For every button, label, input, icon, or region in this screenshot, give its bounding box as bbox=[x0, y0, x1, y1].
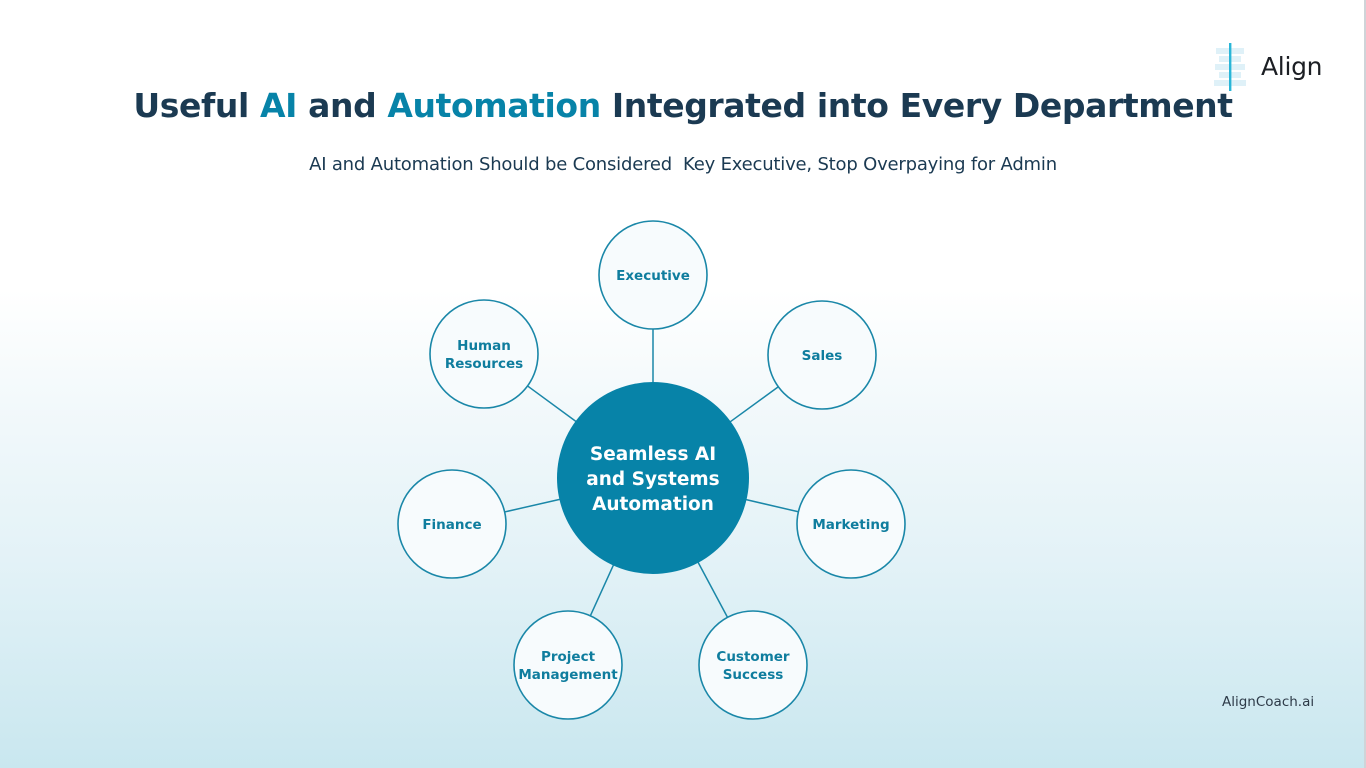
node-circle bbox=[698, 610, 808, 720]
connector-project-management bbox=[589, 563, 615, 617]
node-circle bbox=[429, 299, 539, 409]
connector-sales bbox=[728, 386, 779, 424]
node-circle bbox=[397, 469, 507, 579]
center-label: Automation bbox=[592, 494, 714, 515]
title-highlight-ai: AI bbox=[260, 86, 298, 125]
subtitle: AI and Automation Should be Considered K… bbox=[309, 154, 1057, 175]
align-brick-logo-icon bbox=[1212, 40, 1248, 92]
node-label: Customer bbox=[716, 649, 790, 665]
center-circle bbox=[557, 382, 749, 574]
page-title: Useful AI and Automation Integrated into… bbox=[0, 86, 1366, 125]
node-label: Sales bbox=[802, 348, 843, 364]
connector-marketing bbox=[744, 498, 799, 513]
node-sales: Sales bbox=[767, 300, 877, 410]
node-executive: Executive bbox=[598, 220, 708, 330]
node-label: Human bbox=[457, 338, 511, 354]
node-label: Marketing bbox=[812, 517, 889, 533]
node-label: Management bbox=[518, 667, 618, 683]
node-marketing: Marketing bbox=[796, 469, 906, 579]
connector-human-resources bbox=[527, 385, 578, 423]
logo-text: Align bbox=[1261, 51, 1323, 81]
slide-border bbox=[1364, 0, 1366, 768]
title-part: and bbox=[297, 86, 388, 125]
node-circle bbox=[513, 610, 623, 720]
connector-customer-success bbox=[696, 560, 729, 618]
node-circle bbox=[767, 300, 877, 410]
title-part: Integrated into Every Department bbox=[600, 86, 1233, 125]
node-label: Success bbox=[723, 667, 784, 683]
node-label: Resources bbox=[445, 356, 523, 372]
node-finance: Finance bbox=[397, 469, 507, 579]
node-label: Finance bbox=[422, 517, 481, 533]
node-label: Project bbox=[541, 649, 596, 665]
connector-lines bbox=[504, 329, 799, 618]
node-circle bbox=[598, 220, 708, 330]
title-part: Useful bbox=[133, 86, 260, 125]
node-circle bbox=[796, 469, 906, 579]
logo: Align bbox=[1212, 40, 1323, 92]
connector-finance bbox=[504, 498, 562, 513]
center-label: Seamless AI bbox=[590, 444, 716, 465]
title-highlight-automation: Automation bbox=[387, 86, 601, 125]
center-label: and Systems bbox=[586, 469, 719, 490]
node-label: Executive bbox=[616, 268, 690, 284]
footer-website: AlignCoach.ai bbox=[1222, 694, 1315, 710]
